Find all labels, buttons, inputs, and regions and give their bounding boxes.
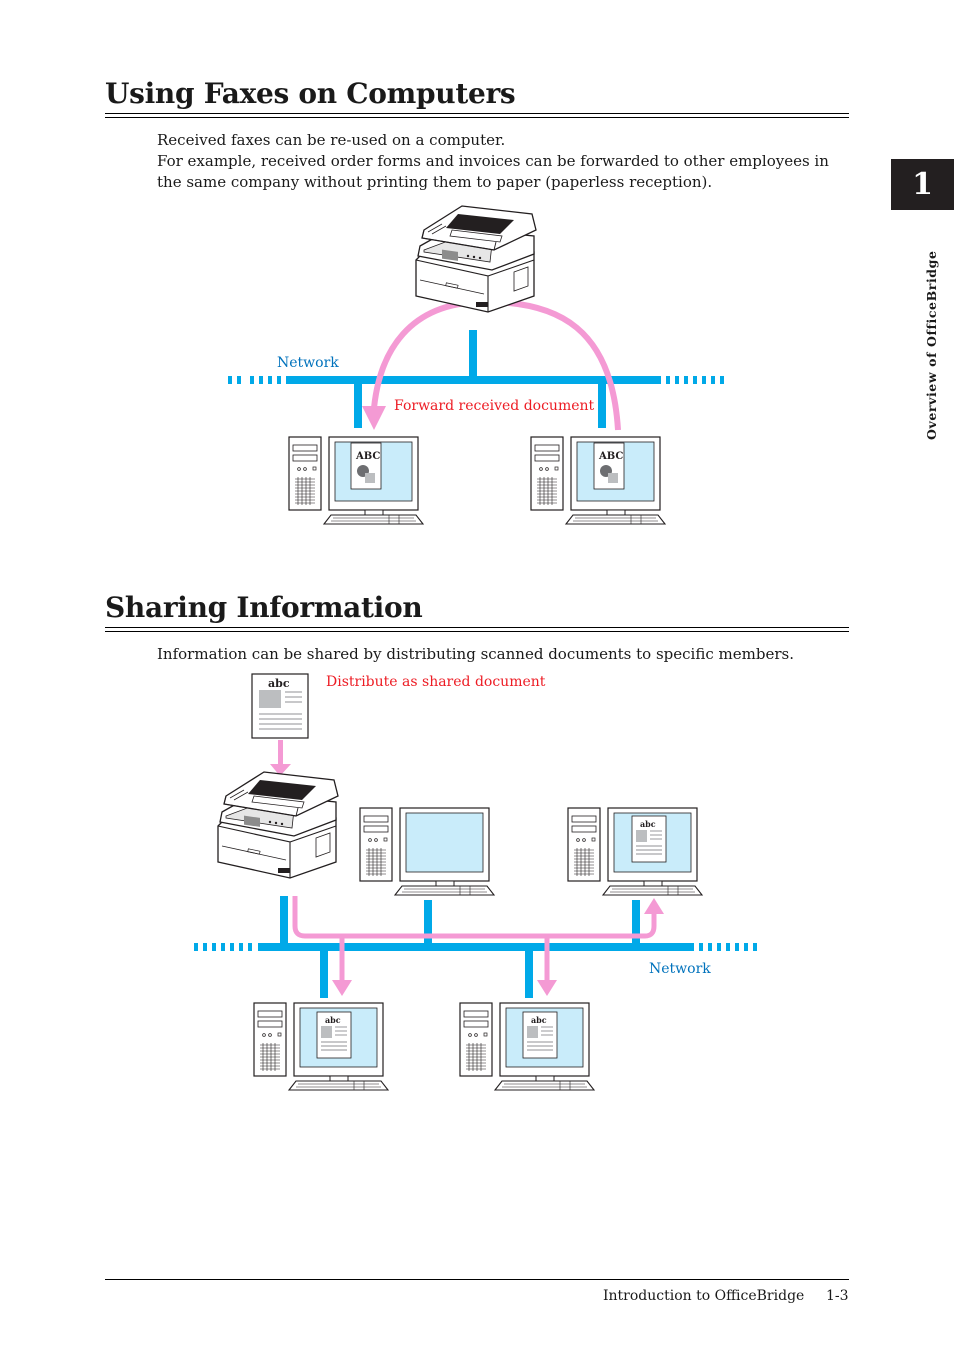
title-rule	[105, 113, 849, 114]
page-number: 1-3	[826, 1288, 849, 1304]
computer-icon	[359, 807, 495, 896]
section-title-faxes: Using Faxes on Computers	[105, 77, 516, 110]
faxes-paragraph-line: For example, received order forms and in…	[157, 152, 829, 170]
network-line	[194, 896, 757, 998]
sharing-paragraph: Information can be shared by distributin…	[157, 645, 794, 663]
footer-rule	[105, 1279, 849, 1280]
multifunction-printer-icon	[415, 205, 537, 313]
document-icon	[593, 442, 625, 490]
share-distribution-diagram: abc Distribute as shared document	[194, 673, 757, 1091]
title-rule	[105, 631, 849, 632]
doc-label: abc	[268, 677, 290, 690]
title-rule	[105, 117, 849, 118]
screen-doc-label: ABC	[355, 451, 380, 462]
footer-title: Introduction to OfficeBridge	[603, 1288, 805, 1304]
chapter-side-title: Overview of OfficeBridge	[924, 250, 939, 440]
screen-doc-label: ABC	[598, 451, 623, 462]
scan-arrow	[270, 740, 291, 776]
faxes-paragraph-line: Received faxes can be re-used on a compu…	[157, 131, 506, 149]
forward-label: Forward received document	[394, 398, 595, 414]
distribute-label: Distribute as shared document	[326, 674, 546, 690]
network-label: Network	[649, 961, 711, 977]
document-icon	[350, 442, 382, 490]
network-label: Network	[277, 355, 339, 371]
scanned-document-icon: abc	[251, 673, 309, 739]
title-rule	[105, 627, 849, 628]
network-line	[228, 330, 724, 428]
arrow-heads	[332, 898, 664, 996]
screen-doc-label: abc	[531, 1015, 547, 1025]
fax-forward-diagram: ABC ABC Network Forward received documen…	[228, 205, 724, 525]
chapter-number-tab: 1	[891, 159, 954, 210]
faxes-paragraph-line: the same company without printing them t…	[157, 173, 713, 191]
faxes-paragraph: Received faxes can be re-used on a compu…	[157, 130, 829, 193]
distribution-arrows	[292, 896, 657, 982]
screen-doc-label: abc	[640, 819, 656, 829]
screen-doc-label: abc	[325, 1015, 341, 1025]
section-title-sharing: Sharing Information	[105, 591, 423, 624]
multifunction-printer-icon	[217, 771, 339, 879]
